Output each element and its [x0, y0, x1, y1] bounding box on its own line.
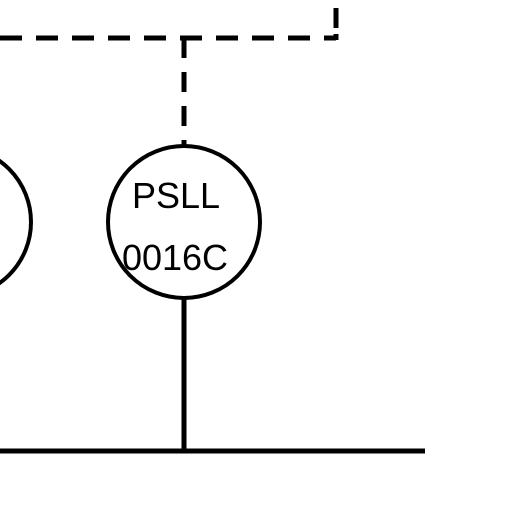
instrument-bubble-left: [0, 158, 33, 286]
instrument-tag-number: 0016C: [122, 237, 228, 278]
instrument-tag-type: PSLL: [132, 175, 220, 216]
